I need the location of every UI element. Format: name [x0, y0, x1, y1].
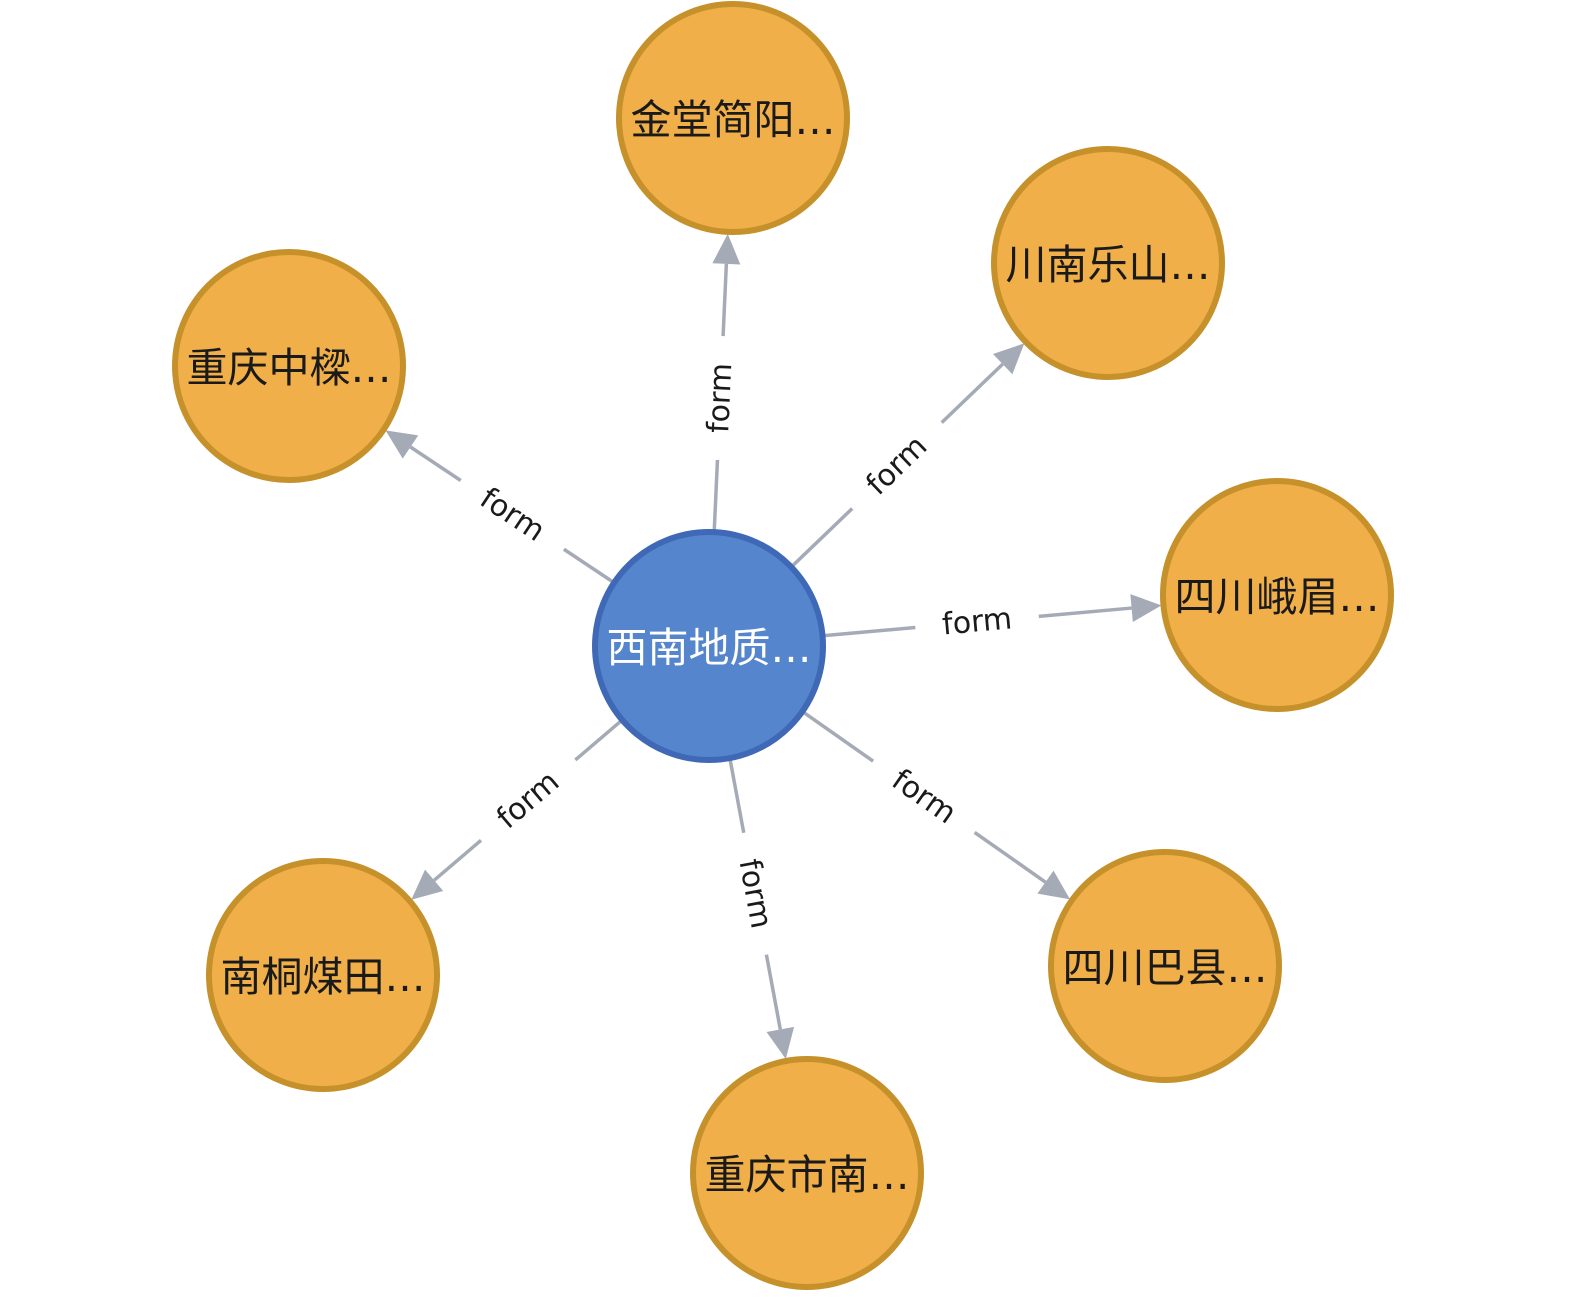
node-circle[interactable] — [206, 858, 440, 1092]
arrow-head-icon — [1130, 594, 1162, 623]
edge-line — [562, 547, 616, 585]
node-nantong[interactable]: 南桐煤田… — [206, 858, 440, 1092]
node-emei[interactable]: 四川峨眉… — [1160, 478, 1394, 712]
arrow-head-icon — [385, 430, 419, 459]
edge[interactable]: form — [701, 233, 741, 533]
edge-label: form — [490, 764, 566, 836]
node-chuannan[interactable]: 川南乐山… — [991, 146, 1225, 380]
edge-label: form — [941, 601, 1014, 642]
edge-line — [764, 954, 783, 1030]
edge-line — [801, 710, 875, 763]
node-baxian[interactable]: 四川巴县… — [1048, 849, 1282, 1083]
edge[interactable]: form — [411, 718, 624, 900]
node-circle[interactable] — [1160, 478, 1394, 712]
edge-line — [973, 830, 1047, 884]
edge-label: form — [860, 429, 935, 503]
node-circle[interactable] — [616, 1, 850, 235]
edge-line — [790, 507, 854, 569]
edge[interactable]: form — [801, 710, 1071, 900]
edge-line — [712, 459, 720, 533]
node-chongqing-nan[interactable]: 重庆市南… — [690, 1056, 924, 1290]
edge-line — [728, 757, 746, 834]
arrow-head-icon — [411, 869, 444, 900]
node-circle[interactable] — [690, 1056, 924, 1290]
node-chongqing-zhong[interactable]: 重庆中樑… — [172, 249, 406, 483]
edge-label: form — [701, 362, 739, 433]
node-circle[interactable] — [1048, 849, 1282, 1083]
node-circle[interactable] — [991, 146, 1225, 380]
edge[interactable]: form — [790, 343, 1025, 569]
edge[interactable]: form — [822, 594, 1162, 642]
edge-label: form — [885, 762, 962, 831]
edge[interactable]: form — [385, 430, 616, 585]
edge-label: form — [731, 856, 778, 931]
arrow-head-icon — [712, 233, 741, 265]
node-center[interactable]: 西南地质… — [592, 529, 826, 763]
edge-line — [721, 263, 729, 337]
edge-line — [822, 625, 916, 638]
arrow-head-icon — [1037, 870, 1071, 900]
edge-label: form — [474, 481, 552, 549]
node-circle[interactable] — [592, 529, 826, 763]
arrow-head-icon — [992, 343, 1025, 375]
node-circle[interactable] — [172, 249, 406, 483]
edge-line — [409, 445, 462, 482]
arrow-head-icon — [766, 1026, 795, 1059]
edge-line — [940, 362, 1004, 424]
edge-line — [574, 718, 624, 762]
edge-line — [432, 839, 483, 882]
node-jintang[interactable]: 金堂简阳… — [616, 1, 850, 235]
nodes-layer: 金堂简阳… 川南乐山… 四川峨眉… 四川巴县… 重庆市南… 南桐煤田… 重庆中樑… 西南地质… — [172, 1, 1394, 1290]
edge[interactable]: form — [728, 757, 795, 1059]
edge-line — [1038, 606, 1132, 619]
